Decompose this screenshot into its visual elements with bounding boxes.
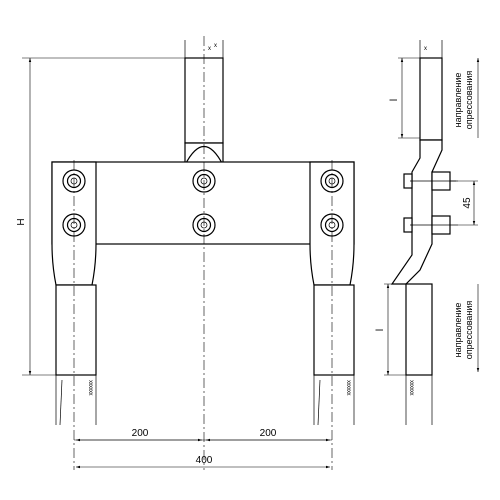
busbar-horizontal bbox=[51, 161, 355, 245]
crimp-mark-side-bottom: xxxxxx bbox=[408, 380, 414, 396]
front-view: x x bbox=[16, 36, 355, 470]
bottom-lug-length-dimension: l bbox=[375, 283, 406, 376]
side-bolt-icon bbox=[403, 215, 458, 235]
side-bottom-lug bbox=[405, 283, 433, 376]
bottom-left-lug: xxxxxx bbox=[55, 284, 97, 426]
note-bottom-line2: опрессования bbox=[464, 301, 474, 360]
left-span-label: 200 bbox=[132, 428, 149, 439]
crimp-mark-side-top: x bbox=[424, 46, 427, 52]
note-top-line1: направление bbox=[453, 73, 463, 128]
side-top-lug bbox=[419, 57, 443, 141]
crimp-direction-note-top: направление опрессования bbox=[453, 58, 480, 138]
total-span-label: 400 bbox=[196, 455, 213, 466]
height-dimension: H bbox=[16, 57, 185, 376]
height-label: H bbox=[16, 218, 27, 225]
bottom-right-lug: xxxxxx bbox=[313, 284, 355, 426]
note-bottom-line1: направление bbox=[453, 303, 463, 358]
crimp-mark-left: xxxxxx bbox=[87, 380, 93, 396]
side-offset-plate bbox=[390, 139, 443, 285]
top-lug-length-label: l bbox=[389, 99, 400, 101]
crimp-mark-top-2: x bbox=[214, 43, 217, 49]
crimp-mark-right: xxxxxx bbox=[345, 380, 351, 396]
bottom-lug-length-label: l bbox=[375, 329, 386, 331]
note-top-line2: опрессования bbox=[464, 71, 474, 130]
total-dimension: 400 bbox=[76, 455, 330, 469]
side-bolt-icon bbox=[403, 171, 458, 191]
top-lug-length-dimension: l bbox=[389, 57, 420, 139]
crimp-direction-note-bottom: направление опрессования bbox=[453, 284, 480, 372]
crimp-mark-top: x bbox=[208, 46, 211, 52]
span-dimension: 200 200 bbox=[74, 428, 332, 442]
bolt-pitch-label: 45 bbox=[462, 197, 473, 209]
side-view: x xxxxxx l bbox=[375, 40, 480, 425]
bolt-pitch-dimension: 45 bbox=[458, 180, 478, 226]
right-span-label: 200 bbox=[260, 428, 277, 439]
